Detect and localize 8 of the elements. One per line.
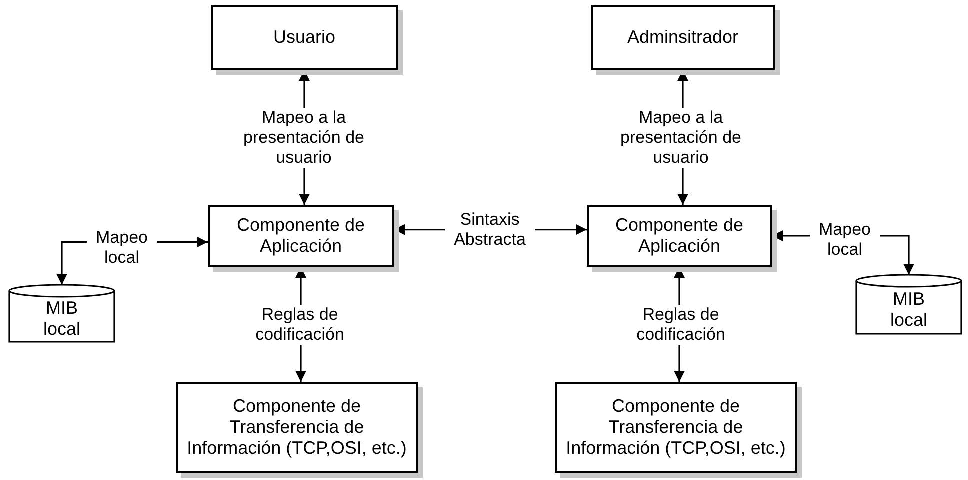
node-label: Componente de Transferencia de Información (TCP,OSI, etc.) <box>186 396 408 459</box>
node-label: Componente de Aplicación <box>236 215 366 257</box>
node-label: Adminsitrador <box>627 27 739 48</box>
node-label: MIB local <box>42 298 82 340</box>
node-label: Componente de Transferencia de Información (TCP,OSI, etc.) <box>565 396 787 459</box>
node-label: MIB local <box>889 289 929 331</box>
node-label: Usuario <box>273 27 336 48</box>
node-label: Componente de Aplicación <box>614 215 745 257</box>
